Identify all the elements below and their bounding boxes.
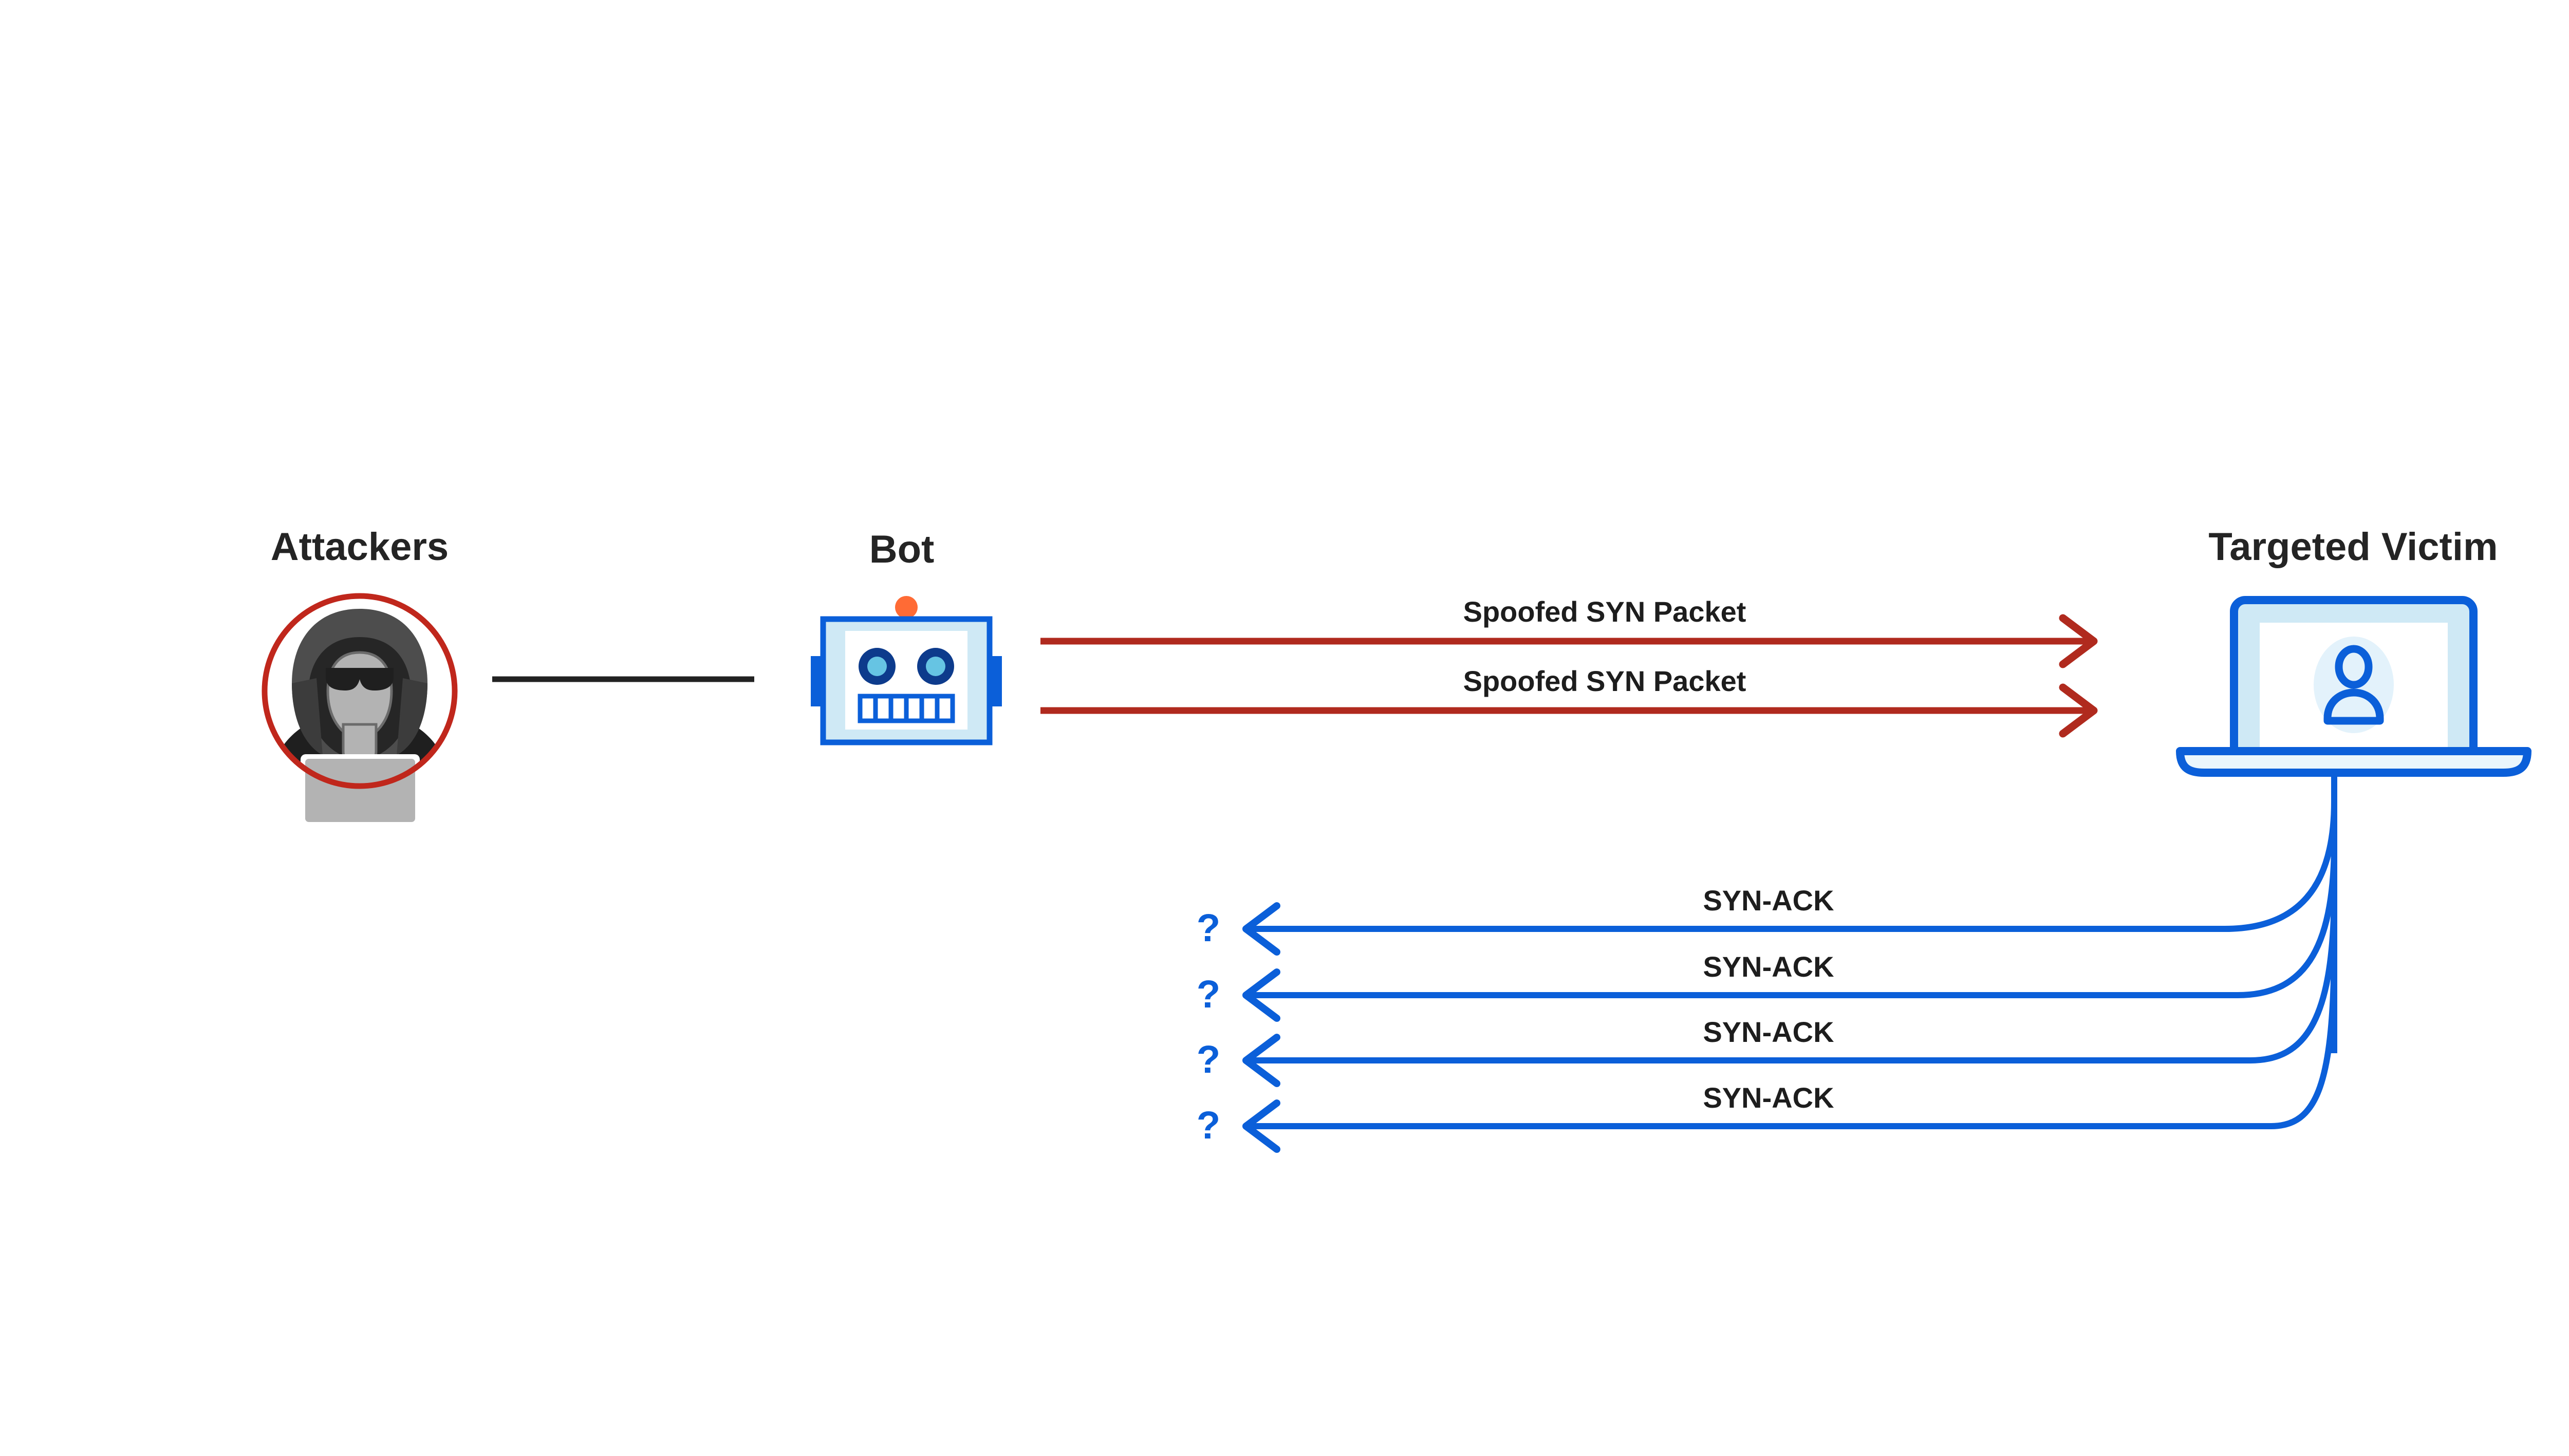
robot-eye-left-inner (867, 657, 887, 676)
synack-path-3 (1249, 888, 2337, 1063)
synack-arrowhead-4 (1242, 1099, 1280, 1153)
robot-icon (811, 596, 1002, 745)
node-label-attackers: Attackers (271, 525, 449, 569)
attacker-hood-left (292, 678, 323, 755)
syn-label-1: Spoofed SYN Packet (1463, 595, 1746, 628)
robot-antenna-ball (895, 596, 918, 619)
node-label-victim: Targeted Victim (2208, 525, 2498, 569)
syn-arrowhead-2 (2059, 683, 2098, 738)
attacker-highlight-circle (262, 593, 458, 789)
response-flow-synack-2: ? SYN-ACK (1197, 842, 2337, 1022)
response-flow-group: ? SYN-ACK ? SYN-ACK ? SYN-ACK ? (1197, 773, 2337, 1153)
synack-path-4 (1249, 940, 2337, 1129)
synack-label-1: SYN-ACK (1703, 884, 1834, 917)
syn-label-2: Spoofed SYN Packet (1463, 665, 1746, 697)
hooded-attacker-icon (262, 593, 458, 822)
avatar-head-icon (2335, 645, 2373, 689)
laptop-user-icon (2176, 596, 2531, 777)
node-label-bot: Bot (869, 528, 935, 571)
synack-arrowhead-3 (1242, 1034, 1280, 1087)
avatar-body-icon (2323, 688, 2384, 725)
synack-question-mark-3: ? (1197, 1038, 1220, 1081)
attacker-sunglasses-icon (326, 668, 394, 690)
response-flow-synack-4: ? SYN-ACK (1197, 940, 2337, 1153)
synack-question-mark-1: ? (1197, 906, 1220, 950)
attacker-hood-right (397, 678, 427, 755)
attacker-laptop-screen (305, 759, 415, 822)
synack-label-4: SYN-ACK (1703, 1081, 1834, 1114)
synack-question-mark-4: ? (1197, 1104, 1220, 1147)
synack-label-3: SYN-ACK (1703, 1016, 1834, 1048)
synack-path-1 (1249, 801, 2337, 932)
synack-arrowhead-1 (1242, 902, 1280, 956)
laptop-base (2176, 747, 2531, 777)
response-flow-synack-1: ? SYN-ACK (1197, 801, 2337, 956)
robot-eye-right-inner (926, 657, 945, 676)
robot-mouth (858, 694, 955, 723)
synack-arrowhead-2 (1242, 968, 1280, 1022)
synack-question-mark-2: ? (1197, 973, 1220, 1016)
synack-path-2 (1249, 842, 2337, 998)
attack-flow-group: Spoofed SYN Packet Spoofed SYN Packet (1040, 595, 2098, 738)
attack-flow-syn-1: Spoofed SYN Packet (1040, 595, 2098, 668)
synack-label-2: SYN-ACK (1703, 950, 1834, 983)
syn-arrowhead-1 (2059, 614, 2098, 668)
attack-flow-syn-2: Spoofed SYN Packet (1040, 665, 2098, 738)
response-flow-synack-3: ? SYN-ACK (1197, 888, 2337, 1087)
